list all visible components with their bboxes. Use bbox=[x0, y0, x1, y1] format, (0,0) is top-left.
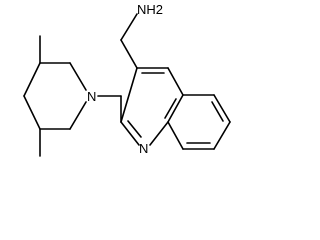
bond-c4a-c8a bbox=[167, 94, 184, 123]
bond-c4-c4a bbox=[167, 67, 184, 96]
atom-labels: NH2 N N bbox=[87, 2, 163, 156]
bond-c6-c7 bbox=[213, 121, 231, 150]
bond-c3-ch2 bbox=[120, 39, 138, 69]
bond-npip-c2p bbox=[69, 62, 87, 91]
bond-c8a-c8a-inner bbox=[164, 98, 177, 119]
bond-c8a-n1 bbox=[149, 121, 169, 146]
bond-ch2-nh2 bbox=[120, 13, 138, 41]
quinoline-nitrogen-label: N bbox=[139, 141, 148, 156]
bonds bbox=[23, 13, 231, 157]
bond-c2-c3 bbox=[120, 67, 138, 123]
piperidine-nitrogen-label: N bbox=[87, 89, 96, 104]
bond-n1-c2-inner bbox=[127, 120, 142, 138]
bond-c4p-c5p bbox=[23, 95, 41, 130]
bond-n1-c2 bbox=[120, 121, 140, 146]
bond-c5-c6-inner bbox=[211, 101, 224, 122]
amine-label: NH2 bbox=[137, 2, 163, 17]
bond-c5-c6 bbox=[213, 94, 231, 123]
bond-c8-c8a bbox=[167, 121, 184, 150]
molecular-structure: NH2 N N bbox=[23, 2, 231, 157]
bond-c6p-npip bbox=[69, 101, 87, 130]
bond-c3p-c4p bbox=[23, 62, 41, 97]
